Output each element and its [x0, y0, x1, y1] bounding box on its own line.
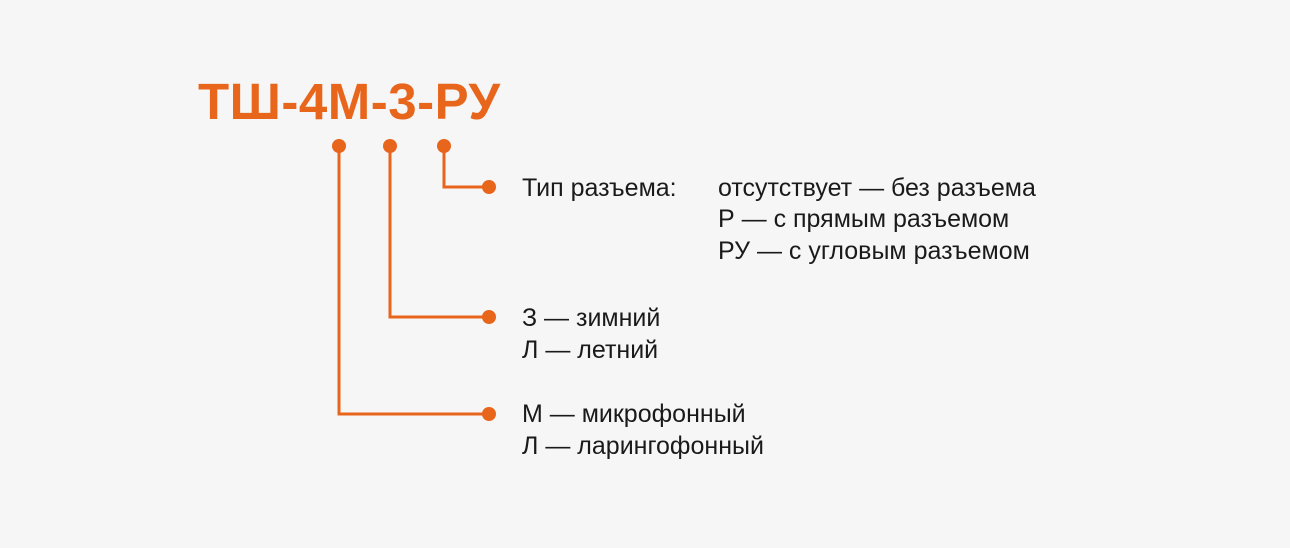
connector-option-angled: РУ — с угловым разъемом — [718, 237, 1030, 265]
connector-line-season — [388, 146, 489, 319]
connector-line-microphone — [337, 146, 489, 416]
mic-option-laryngophone: Л — ларингофонный — [522, 432, 764, 460]
connector-line-connector-type — [442, 146, 489, 189]
season-option-winter: З — зимний — [522, 304, 661, 332]
connector-type-label: Тип разъема: — [522, 174, 677, 202]
connector-line-microphone-start-dot — [332, 139, 346, 153]
connector-line-season-start-dot — [383, 139, 397, 153]
connector-line-connector-type-end-dot — [482, 180, 496, 194]
connector-option-none: отсутствует — без разъема — [718, 174, 1036, 202]
connector-line-season-end-dot — [482, 310, 496, 324]
product-code: ТШ-4М-3-РУ — [198, 73, 501, 130]
season-option-summer: Л — летний — [522, 336, 659, 364]
connector-line-microphone-end-dot — [482, 407, 496, 421]
connector-line-connector-type-start-dot — [437, 139, 451, 153]
mic-option-microphone: М — микрофонный — [522, 400, 746, 428]
connector-option-straight: Р — с прямым разъемом — [718, 205, 1010, 233]
